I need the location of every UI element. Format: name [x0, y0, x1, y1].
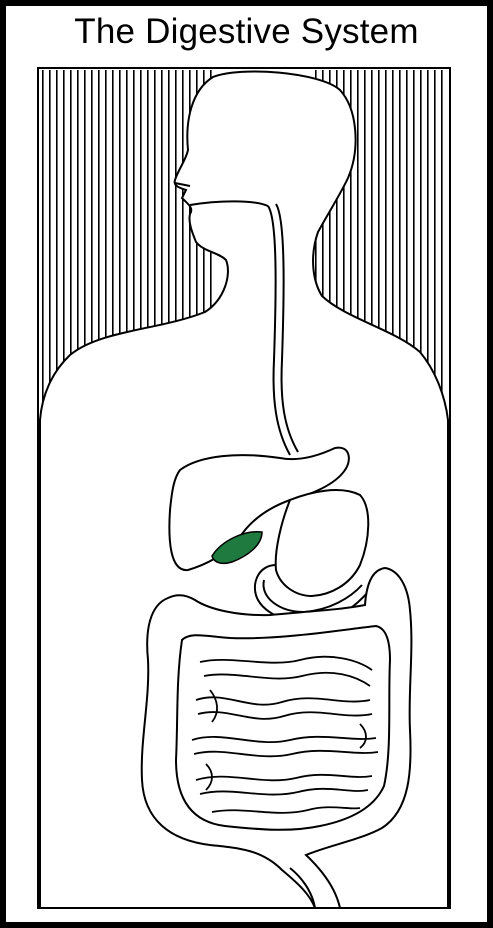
colon-inner-boundary	[176, 626, 390, 830]
